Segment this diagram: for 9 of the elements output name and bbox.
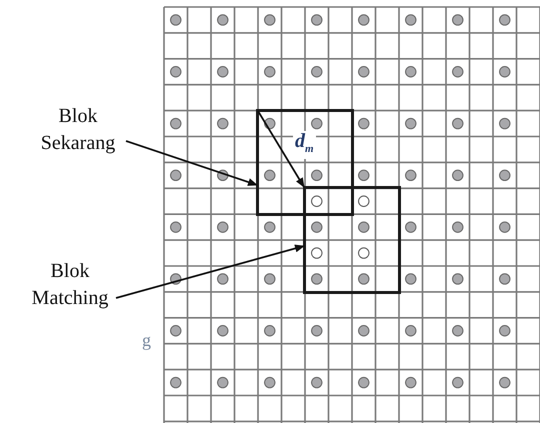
arrow (257, 110, 305, 188)
arrow (126, 140, 258, 186)
current-block-outline (256, 108, 354, 216)
edge-label: d$_{m}$ (293, 131, 316, 159)
callout-text: Blok Sekarang (26, 103, 130, 157)
callout-text: Blok Matching (12, 258, 128, 312)
matching-block-outline (303, 186, 401, 294)
arrow (116, 244, 305, 299)
stray-letter: g (142, 330, 151, 350)
